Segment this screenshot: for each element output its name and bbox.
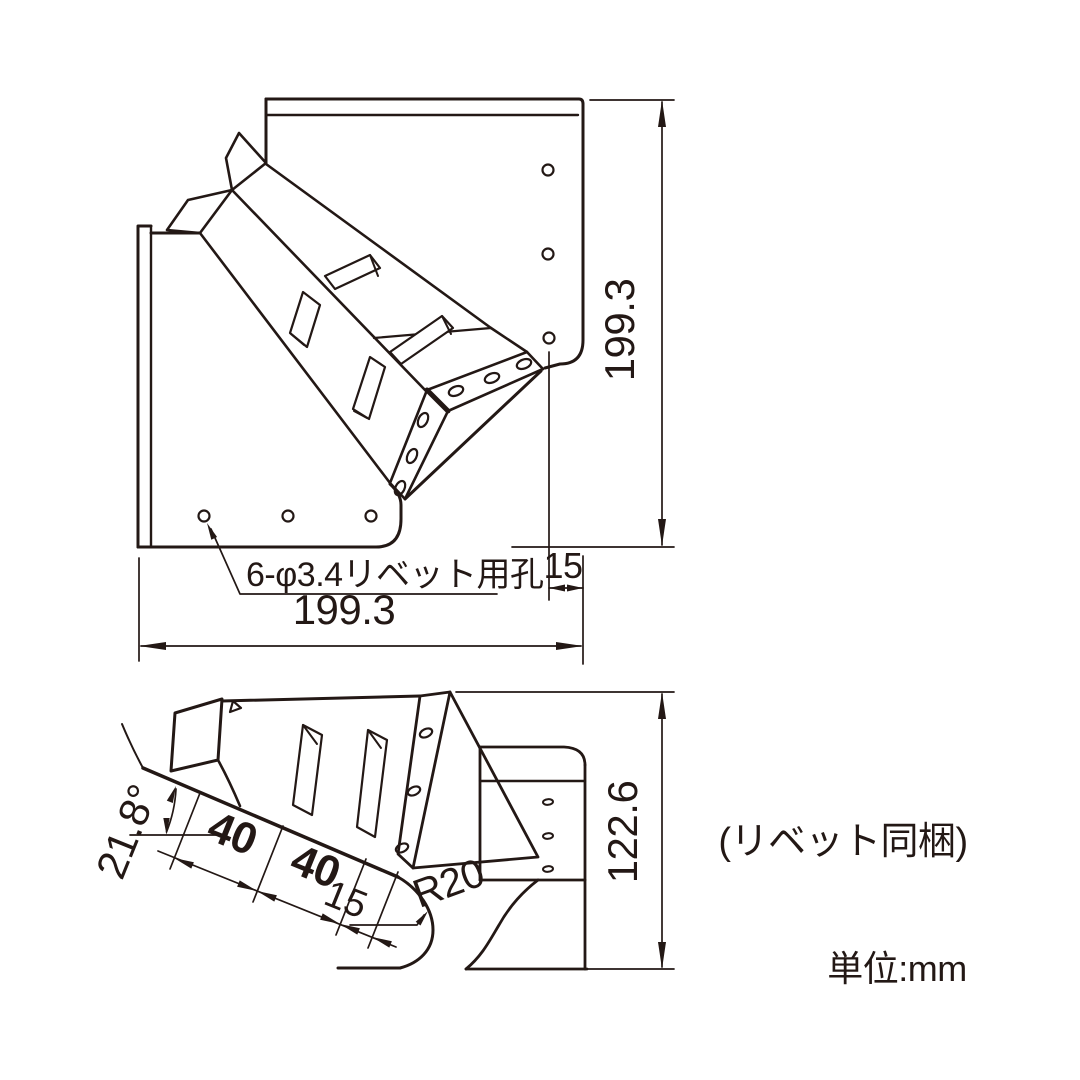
flange-hole [483,371,501,385]
plate-to-incline-curve [216,758,242,808]
arrowhead [549,584,565,592]
vent-slot-fold [353,410,368,419]
arrowhead [139,642,166,650]
fold-flap-upper [224,131,268,192]
flange-hole [393,479,407,497]
vent-slot-fold [441,315,452,335]
dim-angle-label: 21.8° [87,778,167,885]
arrowhead [415,911,428,926]
arrowhead [163,818,170,835]
flange-hole [515,357,533,371]
gusset-edge [403,369,543,501]
leader-line [349,914,425,926]
vent-slot-fold [290,333,305,346]
end-flange-fold-edge [424,387,451,414]
rivet-holes [197,163,556,523]
dim-15-label: 15 [543,545,582,586]
flange-hole [394,842,410,854]
dim-height-label: 122.6 [599,781,646,884]
vent-slot-side [355,728,389,839]
channel-bottom-edge [198,231,392,485]
arrowhead [237,880,257,891]
arrowhead [658,519,666,546]
r20-foot-curve [396,875,435,970]
top-view-channel [197,162,556,523]
flange-hole [447,384,465,398]
rivet-hole [364,509,378,523]
arrowhead [340,924,360,935]
vent-slot [288,290,322,349]
rivet-hole [541,163,555,177]
flange-hole [418,727,434,739]
notes: (リベット同梱) 単位:mm [718,821,968,989]
arrowhead [556,642,583,650]
arrowhead [320,913,340,924]
arrowhead [207,523,218,540]
bottom-plate-edge [136,482,403,549]
leader-line [210,528,498,595]
incline-extension-tail [121,723,144,769]
dim-height-label: 199.3 [596,279,643,382]
arrowhead [658,100,666,127]
unit-note: 単位:mm [827,948,966,989]
vent-slots [288,253,455,421]
flange-hole [406,785,422,797]
top-view: 199.3 199.3 15 6-φ3.4リベット用孔 [136,97,675,665]
rivet-hole [281,509,295,523]
side-view-outline [121,690,589,971]
flange-oval-holes [393,357,533,497]
body-top-edge [220,694,422,703]
arrowhead [372,937,392,948]
channel-top-edge [264,162,493,330]
arrowhead [567,584,583,592]
arrowhead [257,891,277,902]
right-plate-edge [543,102,585,370]
rivet-hole-edge [542,832,554,840]
vent-slot-fold [369,254,379,277]
left-plate-outer-edge [136,224,153,549]
vent-slot [323,253,382,291]
arrowhead [658,942,666,969]
side-view: 122.6 21.8° 40 40 15 R20 [87,690,675,971]
fold-flap-lower [165,188,234,235]
vent-slot [351,355,387,421]
inclined-edge [141,766,400,879]
dim-radius-label: R20 [407,851,490,917]
ext-line [169,792,201,870]
end-flange-strip-side [396,690,452,870]
ext-line [335,858,367,936]
flange-hole [416,411,430,429]
vent-slot [388,314,455,366]
rivet-hole [541,247,555,261]
channel-end-connector [489,326,529,354]
vent-slot-fold [367,729,382,749]
rivet-hole-edge [542,798,554,806]
rivet-hole-edge [542,865,554,873]
mating-plate-curve [464,878,540,971]
ext-line [252,825,284,903]
rivet-holes-label: 6-φ3.4リベット用孔 [246,556,544,594]
top-plate-edge-view [169,697,224,773]
side-view-holes [394,727,554,873]
rivets-included-note: (リベット同梱) [718,821,967,863]
ext-line [367,871,399,949]
rivet-hole [197,509,211,523]
rivet-hole [542,331,556,345]
flap-tab [228,699,243,714]
vent-slot-fold [302,724,318,745]
arrowhead [174,858,194,869]
top-plate-top-edge [264,97,585,106]
vent-slot-side [291,723,324,817]
arrowhead [166,786,176,803]
dim-pitch-label: 40 [201,802,264,865]
flange-hole [405,447,419,465]
arrowhead [658,692,666,719]
top-view-dimensions: 199.3 199.3 15 6-φ3.4リベット用孔 [138,99,675,665]
mating-plate-top [478,745,587,767]
